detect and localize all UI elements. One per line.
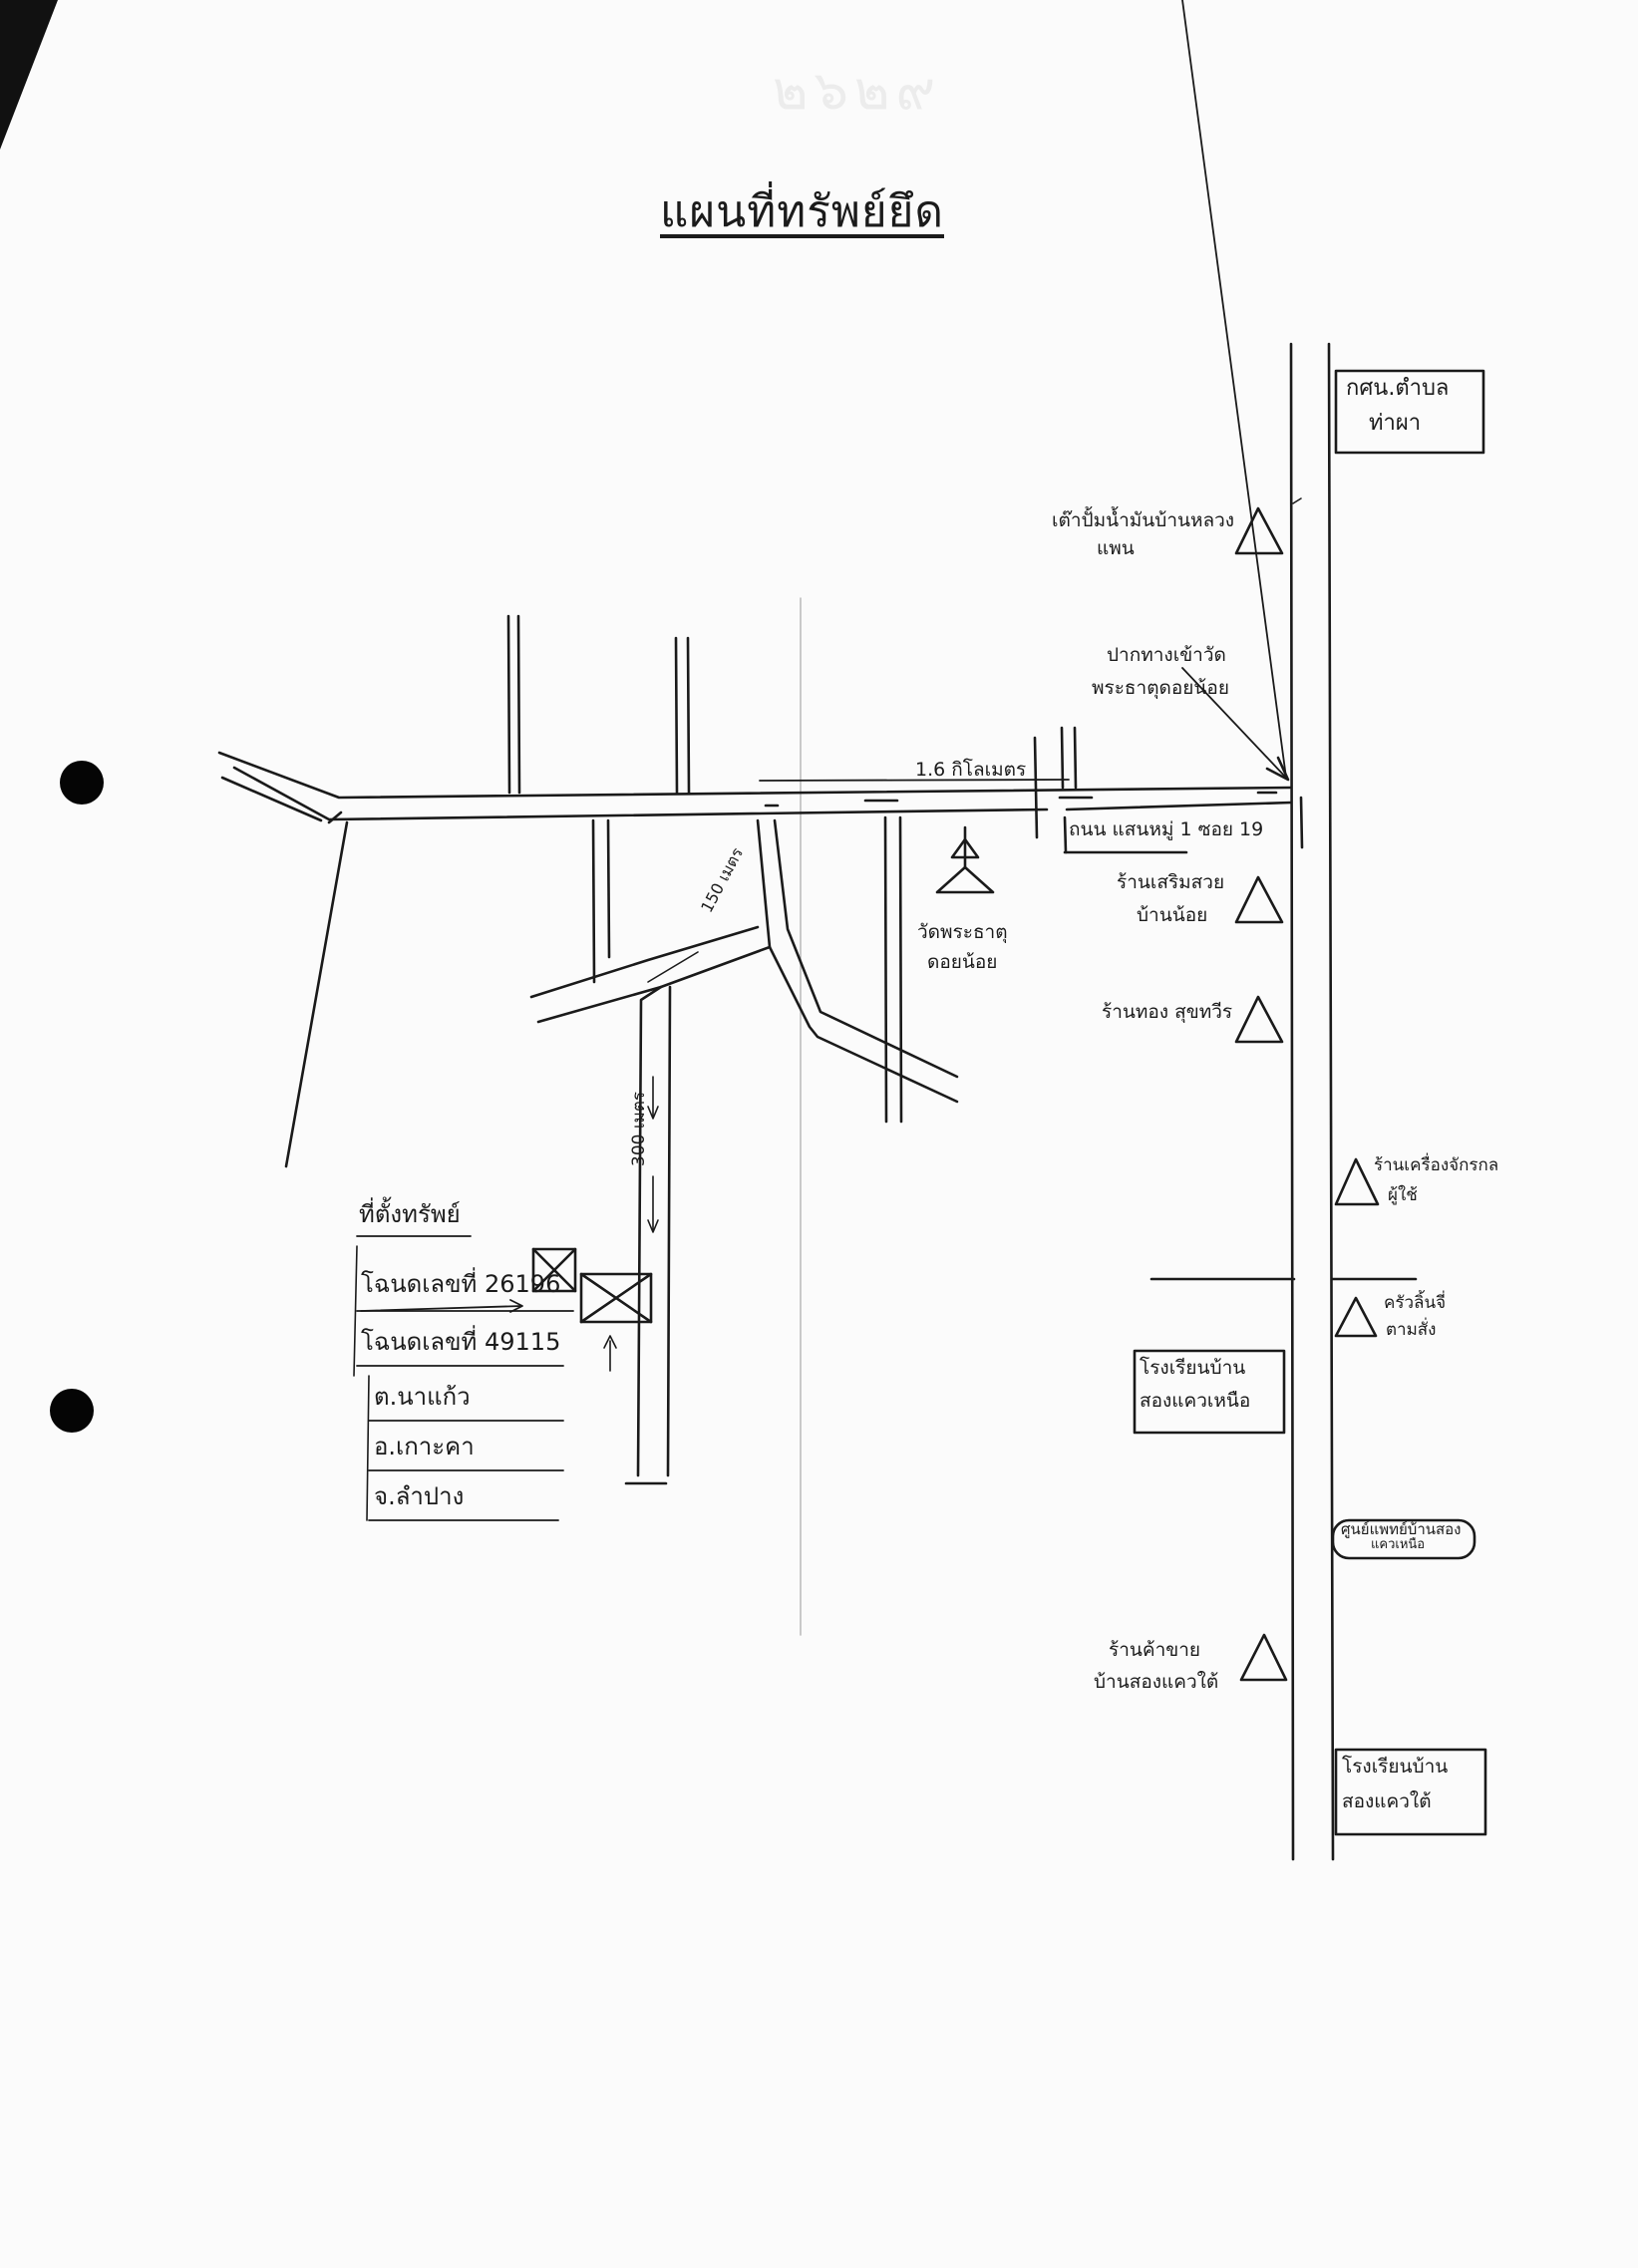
deed-49115: โฉนดเลขที่ 49115	[361, 1328, 561, 1356]
distance-1-6km: 1.6 กิโลเมตร	[915, 759, 1027, 781]
sao-label-line2: ท่าผา	[1369, 411, 1422, 436]
distance-300m: 300 เมตร	[629, 1091, 649, 1166]
salon-label-line1: ร้านเสริมสวย	[1117, 871, 1225, 893]
gas-station-label-line1: เต๊าปั้มน้ำมันบ้านหลวง	[1052, 509, 1235, 531]
temple-junction-line2: พระธาตุดอยน้อย	[1092, 677, 1229, 699]
subdistrict: ต.นาแก้ว	[374, 1383, 471, 1411]
health-center-line2: แควเหนือ	[1371, 1537, 1426, 1552]
school-north-line2: สองแควเหนือ	[1140, 1390, 1251, 1412]
gold-shop-label: ร้านทอง สุขทวีร	[1102, 1001, 1233, 1023]
shop-south-line1: ร้านค้าขาย	[1109, 1639, 1201, 1661]
province: จ.ลำปาง	[374, 1482, 465, 1510]
kitchen-line2: ตามสั่ง	[1386, 1320, 1437, 1340]
map-title: แผนที่ทรัพย์ยึด	[660, 186, 944, 237]
school-north-line1: โรงเรียนบ้าน	[1140, 1357, 1246, 1379]
deed-26196: โฉนดเลขที่ 26196	[361, 1270, 561, 1298]
punch-hole-top	[60, 761, 104, 805]
sao-label-line1: กศน.ตำบล	[1346, 376, 1450, 401]
road-sign-label: ถนน แสนหมู่ 1 ซอย 19	[1069, 818, 1264, 840]
temple-junction-line1: ปากทางเข้าวัด	[1107, 644, 1226, 666]
salon-label-line2: บ้านน้อย	[1137, 904, 1208, 926]
kitchen-line1: ครัวลิ้นจี่	[1384, 1293, 1447, 1313]
property-header: ที่ตั้งทรัพย์	[359, 1200, 461, 1228]
temple-label-line1: วัดพระธาตุ	[917, 921, 1008, 943]
school-south-line2: สองแควใต้	[1342, 1790, 1432, 1812]
punch-hole-bottom	[50, 1389, 94, 1433]
school-south-line1: โรงเรียนบ้าน	[1342, 1756, 1449, 1778]
gas-station-label-line2: แพน	[1097, 537, 1135, 559]
district: อ.เกาะคา	[374, 1433, 475, 1460]
machine-shop-line2: ผู้ใช้	[1388, 1185, 1418, 1205]
temple-label-line2: ดอยน้อย	[927, 951, 998, 973]
faded-stamp-number: ๒๖๒๙	[773, 59, 942, 122]
health-center-line1: ศูนย์แพทย์บ้านสอง	[1341, 1520, 1462, 1538]
machine-shop-line1: ร้านเครื่องจักรกล	[1374, 1155, 1499, 1175]
shop-south-line2: บ้านสองแควใต้	[1094, 1671, 1219, 1693]
